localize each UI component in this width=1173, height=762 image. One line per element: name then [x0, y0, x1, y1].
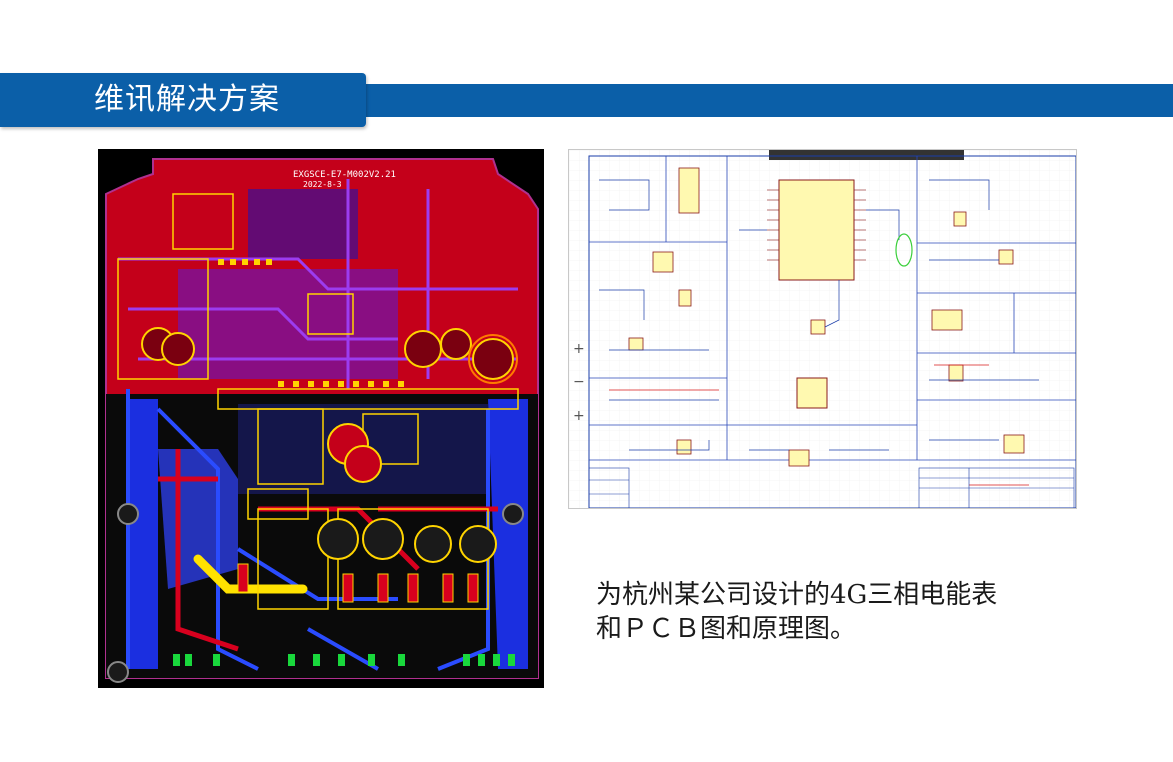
header-tab [0, 73, 366, 127]
pcb-board-label: EXGSCE-E7-M002V2.21 [293, 170, 396, 180]
pcb-board-date: 2022-8-3 [303, 180, 342, 189]
caption-line-2: 和ＰＣＢ图和原理图。 [596, 614, 857, 644]
figure-caption: 为杭州某公司设计的4G三相电能表 和ＰＣＢ图和原理图。 [596, 578, 1066, 646]
schematic-add-icon: + [573, 408, 585, 424]
schematic-zoom-out-icon: − [573, 374, 585, 390]
page-title: 维讯解决方案 [94, 82, 280, 117]
pcb-layout-image: EXGSCE-E7-M002V2.21 2022-8-3 [98, 149, 544, 688]
schematic-drawing: + − + [569, 150, 1076, 508]
caption-line-1: 为杭州某公司设计的4G三相电能表 [596, 580, 998, 610]
schematic-zoom-in-icon: + [573, 341, 585, 357]
pcb-layout-drawing: EXGSCE-E7-M002V2.21 2022-8-3 [98, 149, 544, 688]
schematic-image: + − + [568, 149, 1077, 509]
